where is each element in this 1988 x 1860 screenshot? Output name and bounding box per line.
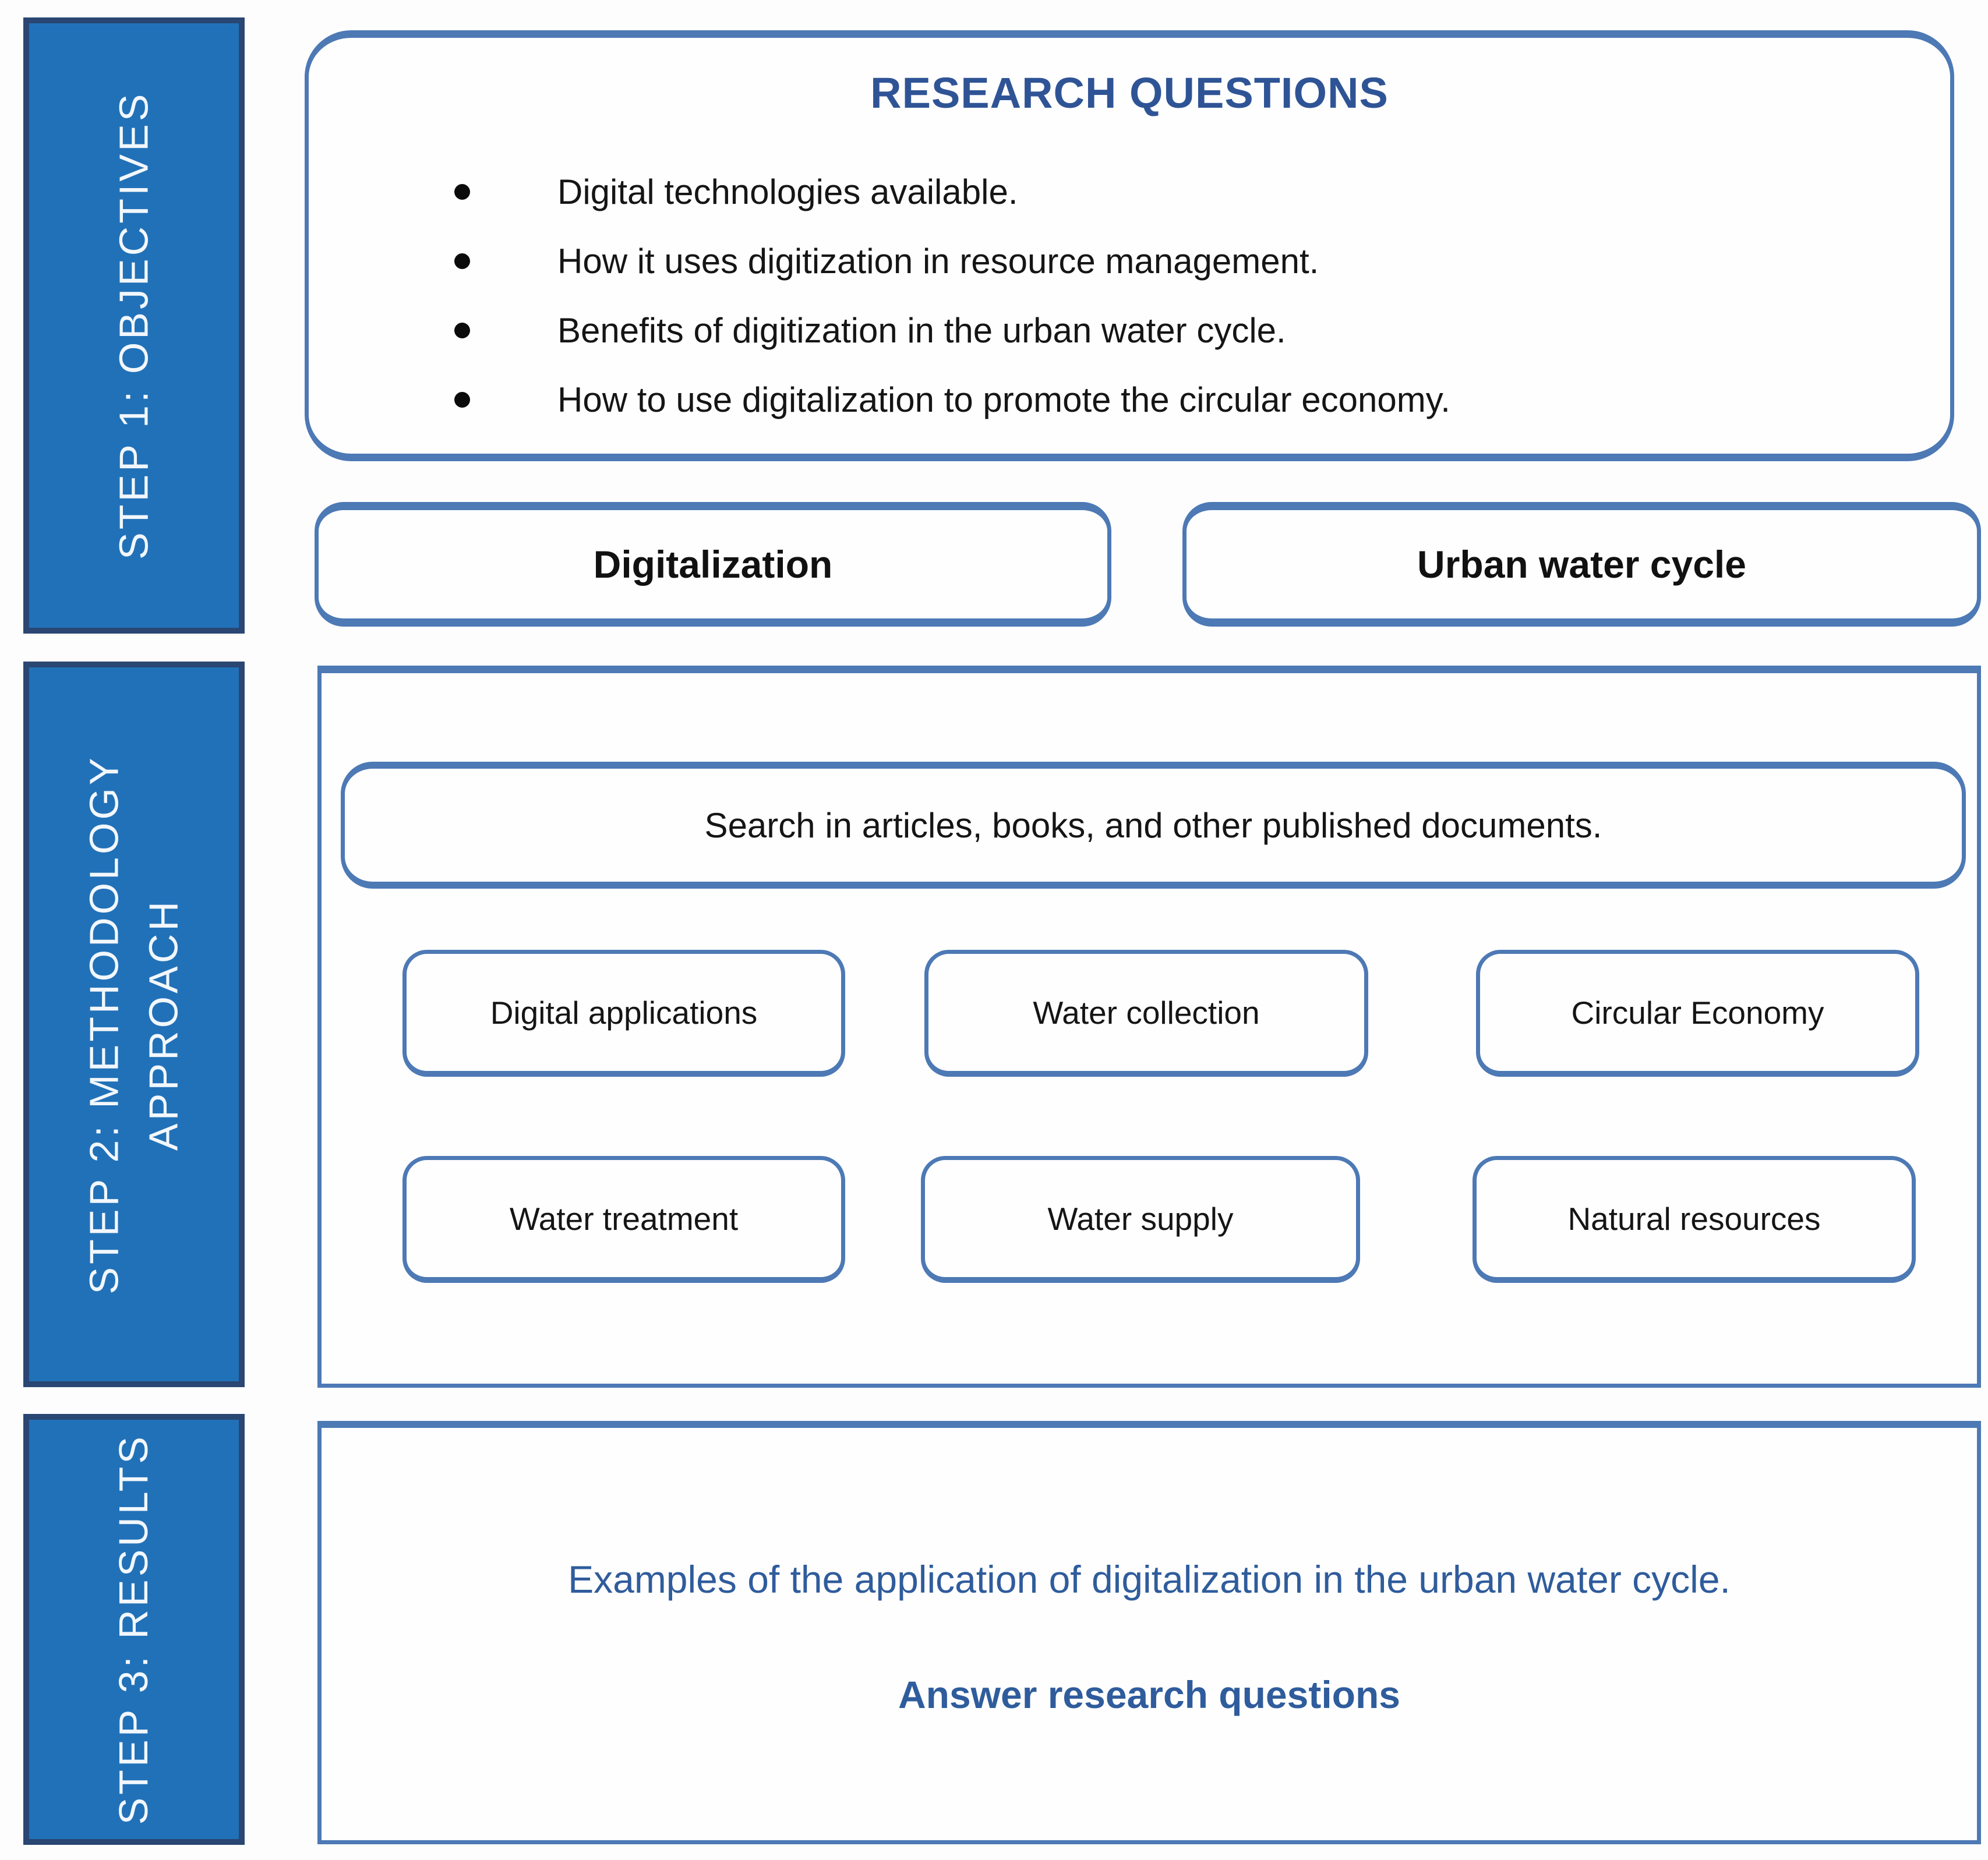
sidebar-step2-band: STEP 2: METHODOLOGY APPROACH	[23, 662, 245, 1387]
bullet-icon	[454, 323, 470, 338]
topic-label: Water treatment	[509, 1200, 739, 1237]
topic-box-water-collection: Water collection	[924, 950, 1368, 1077]
bullet-text: Digital technologies available.	[557, 172, 1018, 211]
list-item: How to use digitalization to promote the…	[454, 380, 1450, 420]
sidebar-step3-label: STEP 3: RESULTS	[111, 1434, 157, 1825]
search-strategy-box: Search in articles, books, and other pub…	[341, 762, 1966, 889]
research-questions-title: RESEARCH QUESTIONS	[870, 69, 1389, 117]
keyword-label: Digitalization	[593, 543, 833, 586]
bullet-icon	[454, 184, 470, 200]
keyword-label: Urban water cycle	[1417, 543, 1746, 586]
bullet-text: How to use digitalization to promote the…	[557, 380, 1450, 419]
methodology-box: Search in articles, books, and other pub…	[317, 666, 1981, 1388]
sidebar-step1-band: STEP 1: OBJECTIVES	[23, 17, 245, 634]
sidebar-step2-label-line1: STEP 2: METHODOLOGY	[81, 754, 127, 1295]
topic-label: Water collection	[1033, 994, 1260, 1031]
topic-box-water-treatment: Water treatment	[402, 1156, 845, 1283]
search-strategy-text: Search in articles, books, and other pub…	[704, 805, 1602, 845]
topic-box-natural-resources: Natural resources	[1473, 1156, 1916, 1283]
results-line2: Answer research questions	[898, 1673, 1400, 1716]
keyword-box-urban-water-cycle: Urban water cycle	[1182, 502, 1981, 627]
topic-label: Digital applications	[490, 994, 758, 1031]
results-box: Examples of the application of digitaliz…	[317, 1421, 1981, 1844]
sidebar-step2-label: STEP 2: METHODOLOGY APPROACH	[75, 755, 193, 1294]
topic-label: Water supply	[1047, 1200, 1234, 1237]
list-item: Digital technologies available.	[454, 172, 1450, 212]
list-item: Benefits of digitization in the urban wa…	[454, 310, 1450, 351]
results-line1: Examples of the application of digitaliz…	[568, 1558, 1731, 1601]
research-questions-box: RESEARCH QUESTIONS Digital technologies …	[305, 30, 1954, 461]
topic-box-circular-economy: Circular Economy	[1476, 950, 1919, 1077]
bullet-text: How it uses digitization in resource man…	[557, 242, 1319, 281]
topic-box-water-supply: Water supply	[921, 1156, 1360, 1283]
topic-label: Circular Economy	[1571, 994, 1824, 1031]
list-item: How it uses digitization in resource man…	[454, 241, 1450, 281]
bullet-icon	[454, 253, 470, 269]
bullet-icon	[454, 392, 470, 408]
bullet-text: Benefits of digitization in the urban wa…	[557, 311, 1286, 350]
topic-label: Natural resources	[1567, 1200, 1821, 1237]
sidebar-step3-band: STEP 3: RESULTS	[23, 1414, 245, 1845]
keyword-box-digitalization: Digitalization	[315, 502, 1111, 627]
research-questions-list: Digital technologies available. How it u…	[454, 172, 1450, 449]
sidebar-step1-label: STEP 1: OBJECTIVES	[111, 91, 157, 560]
topic-box-digital-applications: Digital applications	[402, 950, 845, 1077]
sidebar-step2-label-line2: APPROACH	[140, 898, 186, 1151]
